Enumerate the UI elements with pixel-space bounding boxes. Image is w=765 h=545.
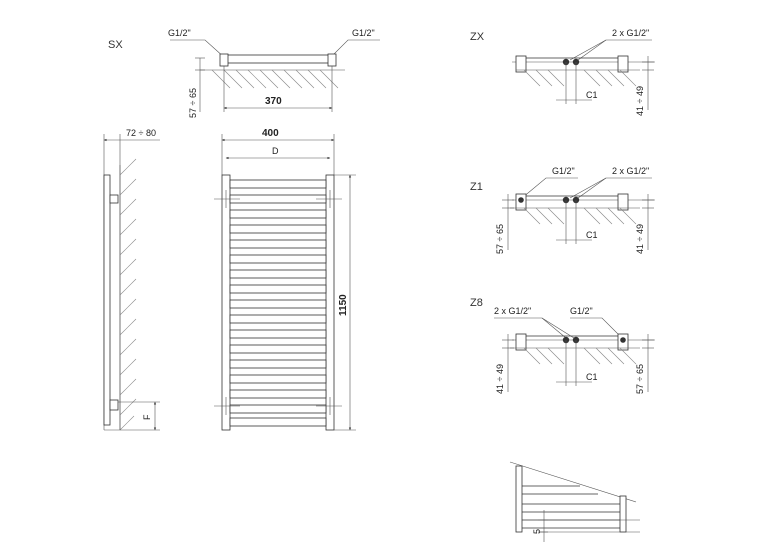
z8-left-end xyxy=(515,333,527,351)
front-left-rail xyxy=(221,174,231,431)
zx-connection-label: 2 x G1/2" xyxy=(612,28,649,38)
z8-view: Z8 2 x G1/2" G1/2" 41 ÷ 49 C1 xyxy=(470,297,655,394)
z8-right-connection-label: G1/2" xyxy=(570,306,593,316)
z8-wall-hatch xyxy=(523,347,637,365)
z1-left-gap-label: 57 ÷ 65 xyxy=(495,224,505,254)
side-radiator-profile xyxy=(103,174,111,426)
side-depth-label: 72 ÷ 80 xyxy=(126,128,156,138)
z8-right-gap-label: 57 ÷ 65 xyxy=(635,364,645,394)
zx-gap-label: 41 ÷ 49 xyxy=(635,86,645,116)
side-view: 72 ÷ 80 F xyxy=(103,128,160,431)
front-d-label: D xyxy=(272,146,279,156)
z1-left-connection-label: G1/2" xyxy=(552,166,575,176)
sx-radiator-body xyxy=(221,54,335,64)
sx-title: SX xyxy=(108,39,123,51)
zx-wall-hatch xyxy=(523,69,637,87)
z1-right-gap-label: 41 ÷ 49 xyxy=(635,224,645,254)
z1-title: Z1 xyxy=(470,181,483,193)
sx-spacing-label: 370 xyxy=(265,96,282,107)
zx-left-end xyxy=(515,55,527,73)
zx-view: ZX 2 x G1/2" C1 41 ÷ 49 xyxy=(470,28,655,116)
detail-break-line xyxy=(509,461,637,503)
front-width-label: 400 xyxy=(262,128,279,139)
zx-c1-label: C1 xyxy=(586,90,598,100)
zx-leader xyxy=(577,39,652,61)
detail-view: 5 xyxy=(509,461,640,542)
sx-left-connection-label: G1/2" xyxy=(168,28,191,38)
front-mount-marks xyxy=(214,190,342,415)
front-height-label: 1150 xyxy=(338,294,349,316)
sx-right-connection-label: G1/2" xyxy=(352,28,375,38)
z1-view: Z1 G1/2" 2 x G1/2" 57 ÷ 65 C1 xyxy=(470,166,655,254)
z8-right-leader xyxy=(570,317,623,339)
sx-top-view: SX G1/2" G1/2" 57 ÷ 65 xyxy=(108,28,380,118)
z1-right-connection-label: 2 x G1/2" xyxy=(612,166,649,176)
zx-right-end xyxy=(617,55,629,73)
front-view: 400 D xyxy=(214,128,356,431)
side-wall-hatch xyxy=(119,158,137,431)
sx-wall-gap-label: 57 ÷ 65 xyxy=(188,88,198,118)
z1-right-end xyxy=(617,193,629,211)
front-right-rail xyxy=(325,174,335,431)
z8-left-gap-label: 41 ÷ 49 xyxy=(495,364,505,394)
detail-gap-label: 5 xyxy=(532,529,542,534)
sx-left-leader xyxy=(170,39,226,59)
side-bottom-bracket xyxy=(109,399,119,411)
z8-title: Z8 xyxy=(470,297,483,309)
z8-c1-label: C1 xyxy=(586,372,598,382)
sx-wall-hatch xyxy=(200,69,345,89)
side-f-label: F xyxy=(142,414,152,420)
detail-left-rail xyxy=(515,465,523,533)
z8-left-leader xyxy=(494,317,567,339)
front-bars xyxy=(229,179,327,427)
z8-left-connection-label: 2 x G1/2" xyxy=(494,306,531,316)
z1-left-leader xyxy=(521,177,578,199)
detail-right-rail xyxy=(619,495,627,533)
z1-c1-label: C1 xyxy=(586,230,598,240)
z1-wall-hatch xyxy=(523,207,637,225)
zx-title: ZX xyxy=(470,31,485,43)
side-top-bracket xyxy=(109,194,119,204)
sx-left-pipe xyxy=(219,53,229,67)
sx-right-leader xyxy=(329,39,380,59)
sx-right-pipe xyxy=(327,53,337,67)
